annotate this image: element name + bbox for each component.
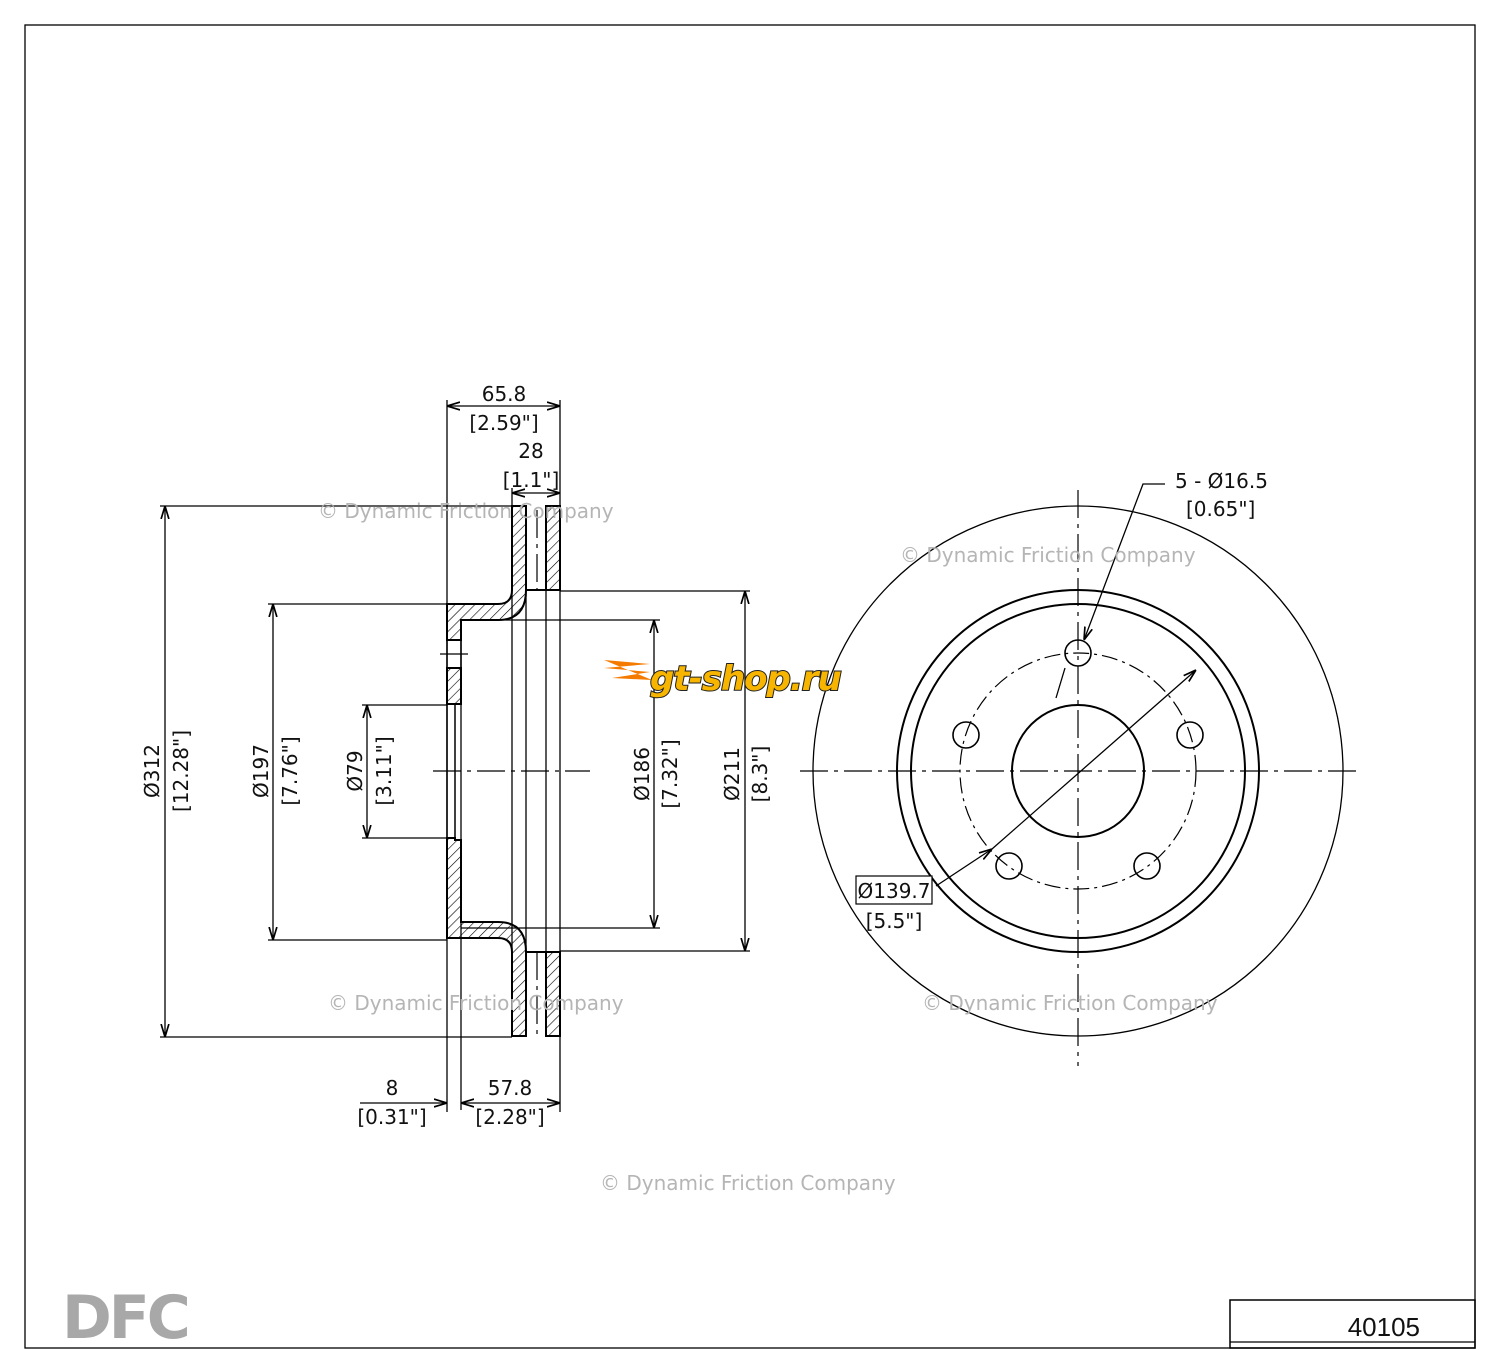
dim-center-bore-mm: Ø79	[343, 750, 367, 791]
watermark: © Dynamic Friction Company	[600, 1171, 896, 1195]
gt-shop-logo-text: gt-shop.ru	[650, 659, 842, 699]
watermark: © Dynamic Friction Company	[922, 991, 1218, 1015]
watermark: © Dynamic Friction Company	[328, 991, 624, 1015]
front-view: 5 - Ø16.5 [0.65"] Ø139.7 [5.5"]	[800, 469, 1360, 1066]
dim-thickness-in: [1.1"]	[503, 468, 560, 492]
dim-friction-diameter-in: [8.3"]	[748, 746, 772, 803]
watermarks: © Dynamic Friction Company © Dynamic Fri…	[318, 499, 1218, 1195]
dim-hat-diameter-in: [7.76"]	[278, 736, 302, 805]
dim-bolt-holes-in: [0.65"]	[1186, 497, 1255, 521]
dim-overall-height-mm: 65.8	[482, 382, 527, 406]
dim-inner-diameter-in: [7.32"]	[658, 739, 682, 808]
dimension-lines	[165, 406, 745, 1103]
dim-inner-diameter-mm: Ø186	[630, 747, 654, 801]
dim-bolt-holes-mm: 5 - Ø16.5	[1175, 469, 1268, 493]
title-block: 40105	[1229, 1299, 1476, 1349]
side-section-view	[433, 505, 590, 1110]
dim-bolt-circle-in: [5.5"]	[866, 909, 923, 933]
bolt-holes	[952, 639, 1204, 880]
dim-offset-mm: 57.8	[488, 1076, 533, 1100]
dim-outer-diameter-mm: Ø312	[140, 744, 164, 798]
dim-overall-height-in: [2.59"]	[469, 411, 538, 435]
dim-bolt-circle-mm: Ø139.7	[858, 879, 931, 903]
dim-center-bore-in: [3.11"]	[372, 736, 396, 805]
gt-shop-logo: gt-shop.ru	[604, 658, 844, 700]
dim-outer-diameter-in: [12.28"]	[169, 730, 193, 812]
dim-offset-in: [2.28"]	[475, 1105, 544, 1129]
dim-friction-diameter-mm: Ø211	[720, 747, 744, 801]
dimension-labels: 65.8 [2.59"] 28 [1.1"] Ø312 [12.28"] Ø19…	[140, 382, 772, 1129]
dim-hat-thickness-in: [0.31"]	[357, 1105, 426, 1129]
dfc-logo: DFC	[62, 1283, 188, 1350]
watermark: © Dynamic Friction Company	[900, 543, 1196, 567]
dim-hat-thickness-mm: 8	[386, 1076, 399, 1100]
dim-hat-diameter-mm: Ø197	[249, 744, 273, 798]
part-number: 40105	[1348, 1312, 1420, 1342]
watermark: © Dynamic Friction Company	[318, 499, 614, 523]
drawing-frame	[24, 24, 1476, 1349]
extension-lines	[160, 400, 750, 1112]
dim-thickness-mm: 28	[518, 439, 543, 463]
